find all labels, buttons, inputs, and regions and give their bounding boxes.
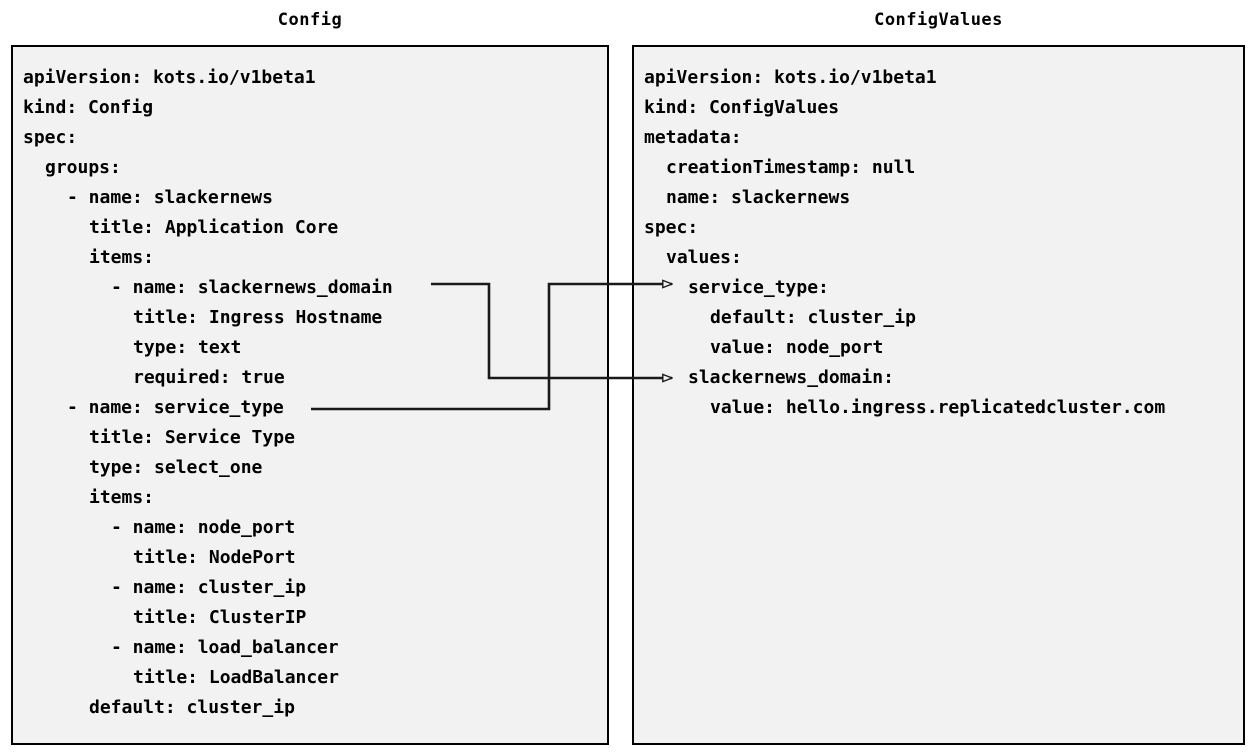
config-yaml-line-0: apiVersion: kots.io/v1beta1: [23, 67, 316, 88]
configvalues-yaml-line-1: kind: ConfigValues: [644, 97, 840, 118]
config-yaml-line-15: - name: node_port: [111, 517, 296, 538]
config-yaml-line-16: title: NodePort: [133, 547, 296, 568]
config-yaml-line-5: title: Application Core: [89, 217, 339, 238]
config-yaml-line-20: title: LoadBalancer: [133, 667, 339, 688]
configvalues-yaml-line-6: values:: [666, 247, 742, 268]
config-yaml-line-19: - name: load_balancer: [111, 637, 339, 658]
config-yaml-line-14: items:: [89, 487, 155, 508]
config-yaml-line-7: - name: slackernews_domain: [111, 277, 393, 298]
configvalues-yaml-line-8: default: cluster_ip: [710, 307, 916, 328]
configvalues-yaml-line-9: value: node_port: [710, 337, 884, 358]
config-yaml-line-17: - name: cluster_ip: [111, 577, 307, 598]
configvalues-yaml-line-10: slackernews_domain:: [688, 367, 894, 388]
configvalues-yaml-panel: apiVersion: kots.io/v1beta1 kind: ConfigV…: [632, 45, 1245, 745]
config-yaml-line-18: title: ClusterIP: [133, 607, 307, 628]
config-panel-title: Config: [277, 10, 343, 30]
config-yaml-line-13: type: select_one: [89, 457, 263, 478]
configvalues-yaml-line-2: metadata:: [644, 127, 742, 148]
config-yaml-line-4: - name: slackernews: [67, 187, 273, 208]
config-yaml-line-21: default: cluster_ip: [89, 697, 295, 718]
configvalues-panel-title: ConfigValues: [874, 10, 1003, 30]
config-yaml-line-2: spec:: [23, 127, 78, 148]
config-yaml-line-3: groups:: [45, 157, 121, 178]
config-yaml-line-12: title: Service Type: [89, 427, 295, 448]
config-yaml-line-9: type: text: [133, 337, 242, 358]
config-yaml-line-8: title: Ingress Hostname: [133, 307, 383, 328]
config-yaml-panel: apiVersion: kots.io/v1beta1 kind: Config s…: [11, 45, 609, 745]
configvalues-yaml-line-3: creationTimestamp: null: [666, 157, 916, 178]
configvalues-yaml-line-11: value: hello.ingress.replicatedcluster.c…: [710, 397, 1166, 418]
configvalues-yaml-line-4: name: slackernews: [666, 187, 851, 208]
config-yaml-line-6: items:: [89, 247, 155, 268]
config-yaml-line-11: - name: service_type: [67, 397, 284, 418]
configvalues-yaml-line-7: service_type:: [688, 277, 829, 298]
configvalues-yaml-line-5: spec:: [644, 217, 699, 238]
config-yaml-line-10: required: true: [133, 367, 285, 388]
config-yaml-line-1: kind: Config: [23, 97, 154, 118]
configvalues-yaml-line-0: apiVersion: kots.io/v1beta1: [644, 67, 937, 88]
